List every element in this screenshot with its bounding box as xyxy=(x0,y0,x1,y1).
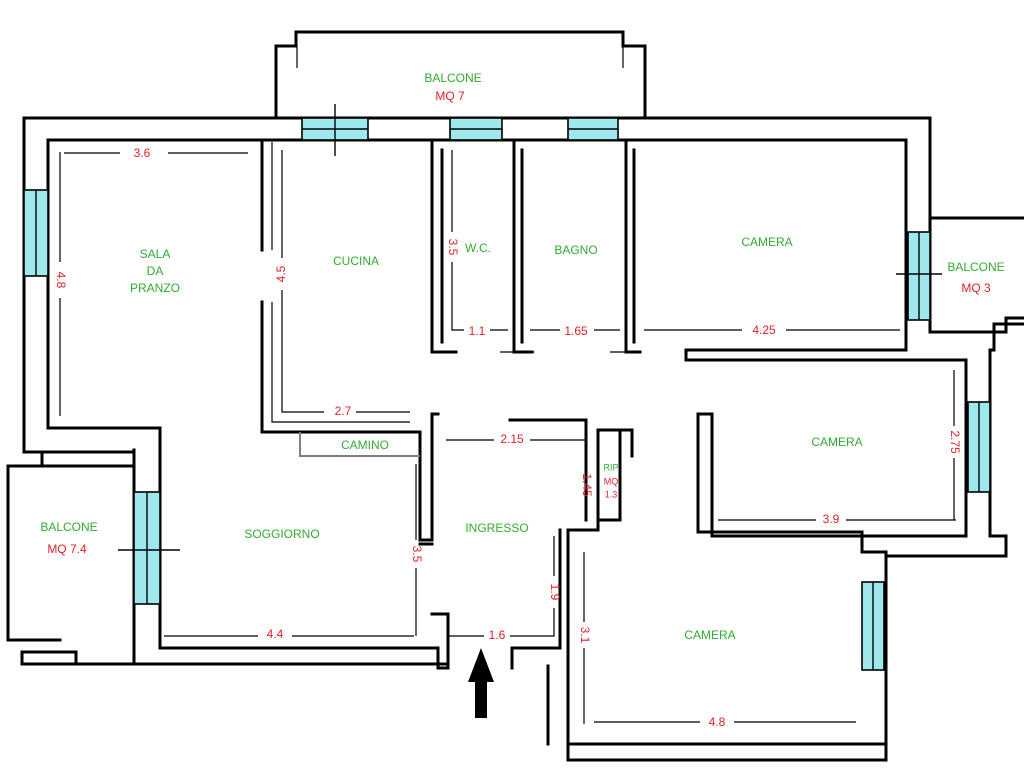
window-top-right xyxy=(567,117,619,141)
room-sala-line1: SALA xyxy=(140,247,171,261)
dim-camera2-width: 3.9 xyxy=(823,512,840,526)
room-rip: RIP xyxy=(603,462,618,472)
room-bagno: BAGNO xyxy=(554,243,597,257)
area-balcone-left: MQ 7.4 xyxy=(47,542,87,556)
window-camera-1 xyxy=(896,231,942,321)
room-soggiorno: SOGGIORNO xyxy=(244,527,319,541)
room-balcone-top: BALCONE xyxy=(424,71,481,85)
dim-camera1-width: 4.25 xyxy=(752,323,776,337)
room-wc: W.C. xyxy=(465,241,491,255)
room-camera-3: CAMERA xyxy=(684,628,735,642)
dim-bagno-width: 1.65 xyxy=(564,324,588,338)
area-rip: 1.3 xyxy=(605,489,618,499)
room-labels: BALCONE MQ 7 SALA DA PRANZO CUCINA W.C. … xyxy=(40,71,1004,642)
dim-cucina-height: 4.5 xyxy=(274,265,288,282)
walls xyxy=(6,30,1024,762)
dim-rip-height: 1.45 xyxy=(580,473,594,497)
dim-camera3-height: 3.1 xyxy=(578,627,592,644)
dim-wc-height: 3.5 xyxy=(446,239,460,256)
room-sala-line3: PRANZO xyxy=(130,281,180,295)
dim-camera2-height: 2.75 xyxy=(948,430,962,454)
dim-ingresso-right: 1.9 xyxy=(548,584,562,601)
window-top-left xyxy=(301,104,369,156)
room-balcone-right: BALCONE xyxy=(947,260,1004,274)
window-soggiorno xyxy=(118,491,180,605)
dim-sala-height: 4.8 xyxy=(54,272,68,289)
dimension-labels: 3.6 4.8 4.5 2.7 3.5 1.1 1.65 4.25 2.75 3… xyxy=(54,146,962,729)
dim-entrance-width: 1.6 xyxy=(489,628,506,642)
room-camera-2: CAMERA xyxy=(811,435,862,449)
windows xyxy=(23,104,991,671)
entrance-arrow-icon xyxy=(468,648,494,718)
window-camera-2 xyxy=(967,401,991,493)
dim-camera3-width: 4.8 xyxy=(709,715,726,729)
dim-cucina-width: 2.7 xyxy=(335,404,352,418)
window-camera-3 xyxy=(861,581,885,671)
camino xyxy=(299,432,420,457)
window-top-center xyxy=(449,117,503,141)
dim-soggiorno-height: 3.5 xyxy=(410,546,424,563)
dim-soggiorno-width: 4.4 xyxy=(267,627,284,641)
dim-ingresso-top: 2.15 xyxy=(500,432,524,446)
room-camera-1: CAMERA xyxy=(741,235,792,249)
room-cucina: CUCINA xyxy=(333,254,379,268)
area-balcone-top: MQ 7 xyxy=(435,89,465,103)
area-balcone-right: MQ 3 xyxy=(961,281,991,295)
room-rip-unit: MQ xyxy=(604,476,619,486)
dim-wc-width: 1.1 xyxy=(469,324,486,338)
room-ingresso: INGRESSO xyxy=(465,521,528,535)
room-balcone-left: BALCONE xyxy=(40,520,97,534)
dim-sala-width: 3.6 xyxy=(134,146,151,160)
room-camino: CAMINO xyxy=(341,438,389,452)
window-left xyxy=(23,189,49,277)
room-sala-line2: DA xyxy=(147,264,164,278)
dimension-lines xyxy=(59,150,956,724)
